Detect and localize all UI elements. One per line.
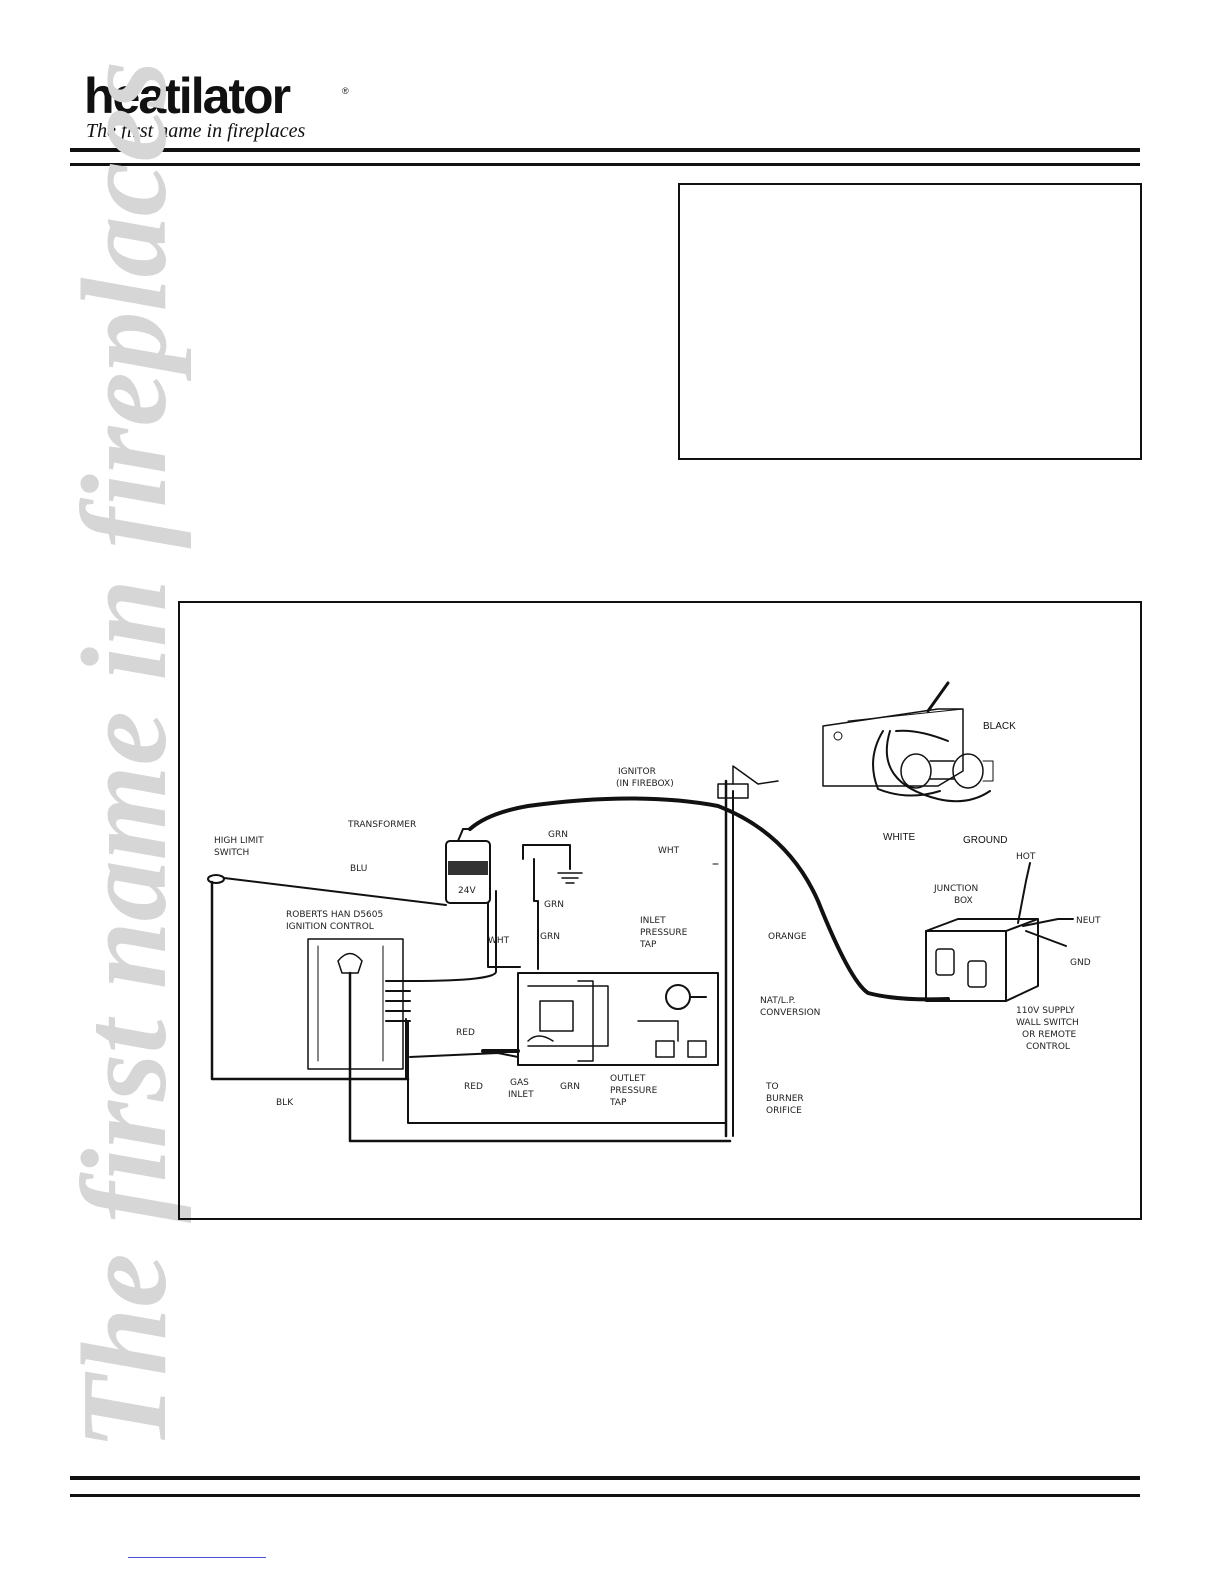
label-supply-2: WALL SWITCH — [1016, 1018, 1079, 1028]
wire-neut — [1022, 918, 1074, 927]
nat-lp-conversion — [665, 984, 691, 1010]
label-wht-2: WHT — [488, 936, 510, 946]
label-to-burner-3: ORIFICE — [766, 1106, 802, 1116]
power-cord — [468, 796, 950, 1002]
label-junction-2: BOX — [954, 896, 973, 906]
label-hot: HOT — [1016, 852, 1036, 862]
label-blk: BLK — [276, 1098, 294, 1108]
label-grn-3: GRN — [540, 932, 560, 942]
label-high-limit-switch-1: HIGH LIMIT — [214, 836, 264, 846]
outlet-receptacle-left — [900, 753, 932, 789]
heatilator-logo: heatilator ® The first name in fireplace… — [80, 70, 360, 150]
label-nat-lp-1: NAT/L.P. — [760, 996, 795, 1006]
label-high-limit-switch-2: SWITCH — [214, 848, 249, 858]
label-red-1: RED — [456, 1028, 475, 1038]
ignition-control-connector — [337, 952, 363, 974]
label-grn-4: GRN — [560, 1082, 580, 1092]
label-to-burner-1: TO — [765, 1082, 779, 1092]
label-black: BLACK — [983, 721, 1016, 732]
logo-wordmark: heatilator — [84, 68, 291, 124]
outlet-wire-ground — [885, 730, 991, 803]
wire-bottom-loop — [407, 1020, 727, 1124]
wire-blk-left — [210, 880, 410, 1081]
logo-registered-mark: ® — [342, 86, 349, 96]
wire-grn-top — [522, 844, 571, 870]
wiring-diagram-frame — [178, 601, 1142, 1220]
label-igniter-2: (IN FIREBOX) — [616, 779, 674, 789]
wire-red — [409, 1052, 519, 1058]
transformer — [445, 840, 491, 904]
logo-tagline: The first name in fireplaces — [86, 120, 306, 142]
label-blu: BLU — [350, 864, 367, 874]
wire-wht-transformer — [487, 902, 521, 968]
outlet-receptacle-right — [952, 753, 984, 789]
header-rule-thin — [70, 163, 1140, 166]
footer-rule-thick — [70, 1476, 1140, 1480]
wiring-diagram: HIGH LIMIT SWITCH BLU TRANSFORMER 24V GR… — [207, 681, 1101, 1143]
high-limit-switch — [207, 874, 225, 884]
label-junction-1: JUNCTION — [933, 884, 978, 894]
label-supply-4: CONTROL — [1026, 1042, 1070, 1052]
sidebar-watermark: The first name in fireplaces — [57, 60, 192, 1450]
junction-box — [925, 930, 1007, 1002]
label-inlet-pressure-3: TAP — [639, 940, 657, 950]
label-gas-inlet-2: INLET — [508, 1090, 534, 1100]
wire-blu — [223, 877, 447, 906]
label-to-burner-2: BURNER — [766, 1094, 804, 1104]
footer-link-underline[interactable] — [128, 1557, 266, 1558]
label-nat-lp-2: CONVERSION — [760, 1008, 820, 1018]
label-gas-inlet-1: GAS — [510, 1078, 529, 1088]
wire-grn-mid — [533, 858, 539, 970]
footer-rule-thin — [70, 1494, 1140, 1497]
wire-hot — [1017, 862, 1031, 924]
info-box — [678, 183, 1142, 460]
label-outlet-pressure-2: PRESSURE — [610, 1086, 658, 1096]
label-wht-1: WHT — [658, 846, 680, 856]
label-orange: ORANGE — [768, 932, 807, 942]
label-outlet-pressure-1: OUTLET — [610, 1074, 646, 1084]
outlet-pressure-tap — [655, 1040, 675, 1058]
label-igniter-1: IGNITOR — [618, 767, 656, 777]
outlet-wire-black — [895, 729, 949, 742]
label-outlet-pressure-3: TAP — [609, 1098, 627, 1108]
label-white: WHITE — [883, 832, 916, 843]
label-supply-3: OR REMOTE — [1022, 1030, 1076, 1040]
header-rule-thick — [70, 148, 1140, 152]
label-supply-1: 110V SUPPLY — [1016, 1006, 1075, 1016]
label-ground: GROUND — [963, 835, 1007, 846]
label-transformer: TRANSFORMER — [347, 820, 416, 830]
label-grn-1: GRN — [548, 830, 568, 840]
label-inlet-pressure-1: INLET — [640, 916, 666, 926]
outlet-box — [822, 708, 964, 787]
label-roberts-2: IGNITION CONTROL — [286, 922, 374, 932]
wire-gnd — [1025, 930, 1067, 947]
label-gnd: GND — [1070, 958, 1091, 968]
label-inlet-pressure-2: PRESSURE — [640, 928, 688, 938]
label-grn-2: GRN — [544, 900, 564, 910]
label-red-2: RED — [464, 1082, 483, 1092]
label-roberts-1: ROBERTS HAN D5605 — [286, 910, 383, 920]
gas-valve-body — [517, 972, 719, 1066]
label-neut: NEUT — [1076, 916, 1101, 926]
ignition-control-module — [307, 938, 404, 1070]
label-24v: 24V — [458, 886, 476, 896]
